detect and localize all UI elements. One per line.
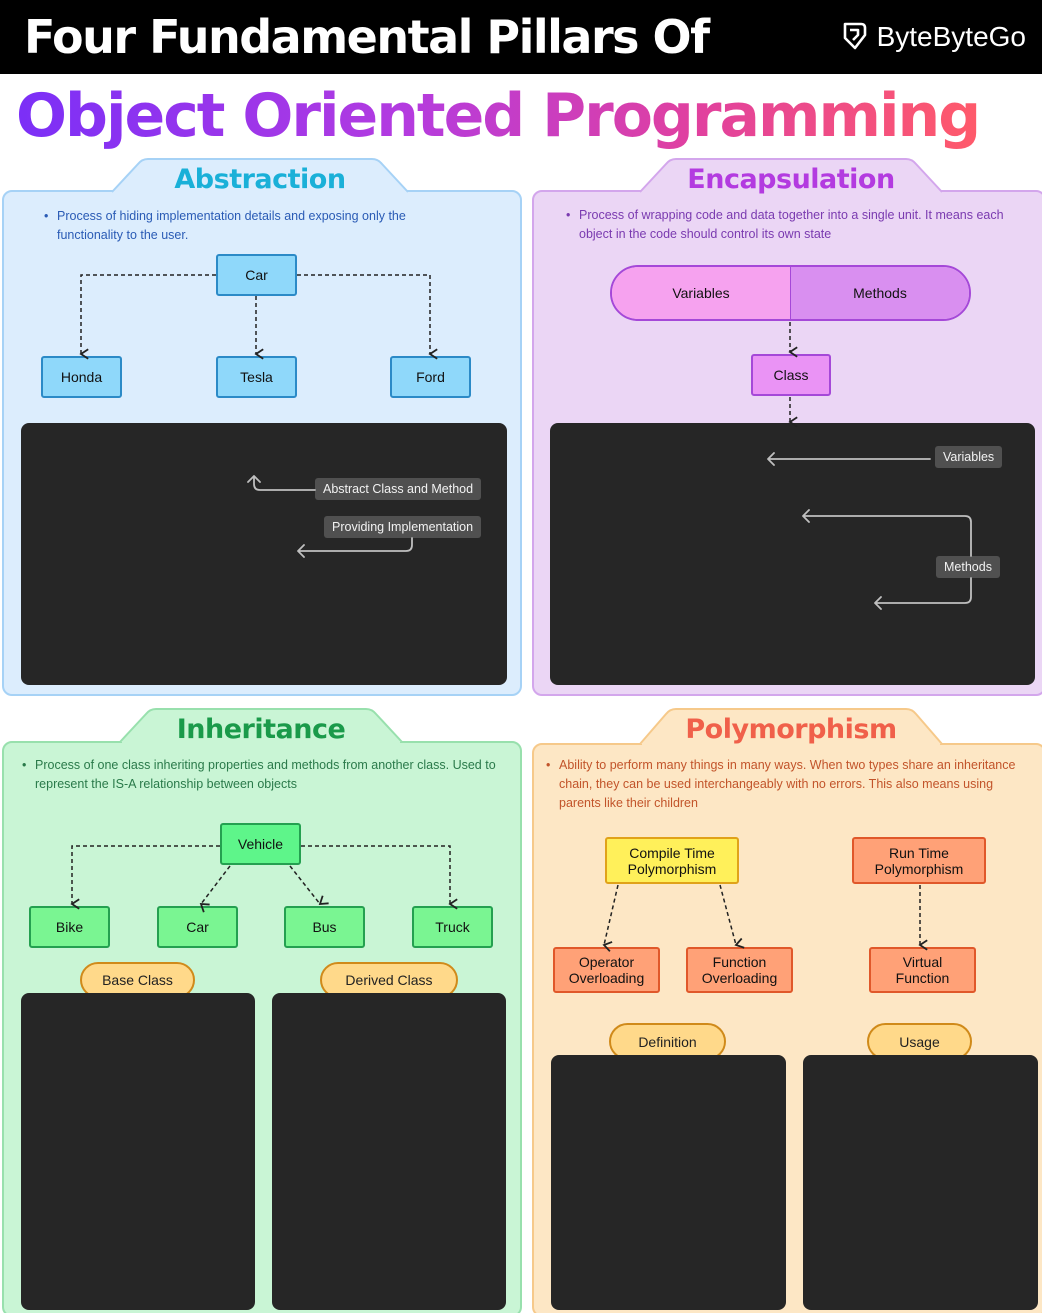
inheritance-child-box: Truck xyxy=(412,906,493,948)
polymorphism-description-text: Ability to perform many things in many w… xyxy=(559,758,1016,810)
polymorphism-description: •Ability to perform many things in many … xyxy=(546,758,1016,810)
encapsulation-tag: Variables xyxy=(935,446,1003,468)
encapsulation-description-text: Process of wrapping code and data togeth… xyxy=(579,208,1004,241)
abstraction-tag: Abstract Class and Method xyxy=(315,478,482,500)
abstraction-title: Abstraction xyxy=(174,164,346,195)
inheritance-title: Inheritance xyxy=(176,714,346,745)
polymorphism-tab: Polymorphism xyxy=(639,708,943,755)
abstraction-code-block xyxy=(21,423,507,685)
encapsulation-description: •Process of wrapping code and data toget… xyxy=(566,208,1004,241)
title-line-1: Four Fundamental Pillars Of xyxy=(24,10,710,64)
inheritance-description-text: Process of one class inheriting properti… xyxy=(35,758,496,791)
operator-overloading-box: Operator Overloading xyxy=(553,947,660,993)
capsule-methods: Methods xyxy=(791,267,969,319)
class-box: Class xyxy=(751,354,831,396)
polymorphism-title: Polymorphism xyxy=(685,714,897,745)
abstraction-tag: Providing Implementation xyxy=(324,516,482,538)
inheritance-root-box: Vehicle xyxy=(220,823,301,865)
capsule-variables: Variables xyxy=(612,267,791,319)
derived-class-code-block xyxy=(272,993,506,1310)
abstraction-child-box: Honda xyxy=(41,356,122,398)
capsule: Variables Methods xyxy=(610,265,971,321)
virtual-function-box: Virtual Function xyxy=(869,947,976,993)
bytebytego-logo-icon xyxy=(843,22,866,50)
inheritance-child-box: Bike xyxy=(29,906,110,948)
brand-name: ByteByteGo xyxy=(876,21,1026,52)
inheritance-tab: Inheritance xyxy=(119,708,403,753)
title-line-2: Object Oriented Programming xyxy=(16,76,981,156)
brand: ByteByteGo xyxy=(841,18,1026,56)
function-overloading-box: Function Overloading xyxy=(686,947,793,993)
inheritance-description: •Process of one class inheriting propert… xyxy=(22,758,496,791)
definition-code-block xyxy=(551,1055,786,1310)
usage-code-block xyxy=(803,1055,1038,1310)
abstraction-child-box: Ford xyxy=(390,356,471,398)
encapsulation-title: Encapsulation xyxy=(687,164,895,195)
inheritance-child-box: Bus xyxy=(284,906,365,948)
run-time-box: Run Time Polymorphism xyxy=(852,837,986,884)
encapsulation-tab: Encapsulation xyxy=(639,158,943,203)
encapsulation-tag: Methods xyxy=(936,556,1000,578)
abstraction-root-box: Car xyxy=(216,254,297,296)
compile-time-box: Compile Time Polymorphism xyxy=(605,837,739,884)
abstraction-description-text: Process of hiding implementation details… xyxy=(57,209,406,242)
header-bar: Four Fundamental Pillars Of ByteByteGo xyxy=(0,0,1042,74)
definition-pill: Definition xyxy=(609,1023,726,1060)
inheritance-child-box: Car xyxy=(157,906,238,948)
abstraction-tab: Abstraction xyxy=(111,158,409,203)
abstraction-description: •Process of hiding implementation detail… xyxy=(44,209,406,242)
abstraction-child-box: Tesla xyxy=(216,356,297,398)
base-class-code-block xyxy=(21,993,255,1310)
